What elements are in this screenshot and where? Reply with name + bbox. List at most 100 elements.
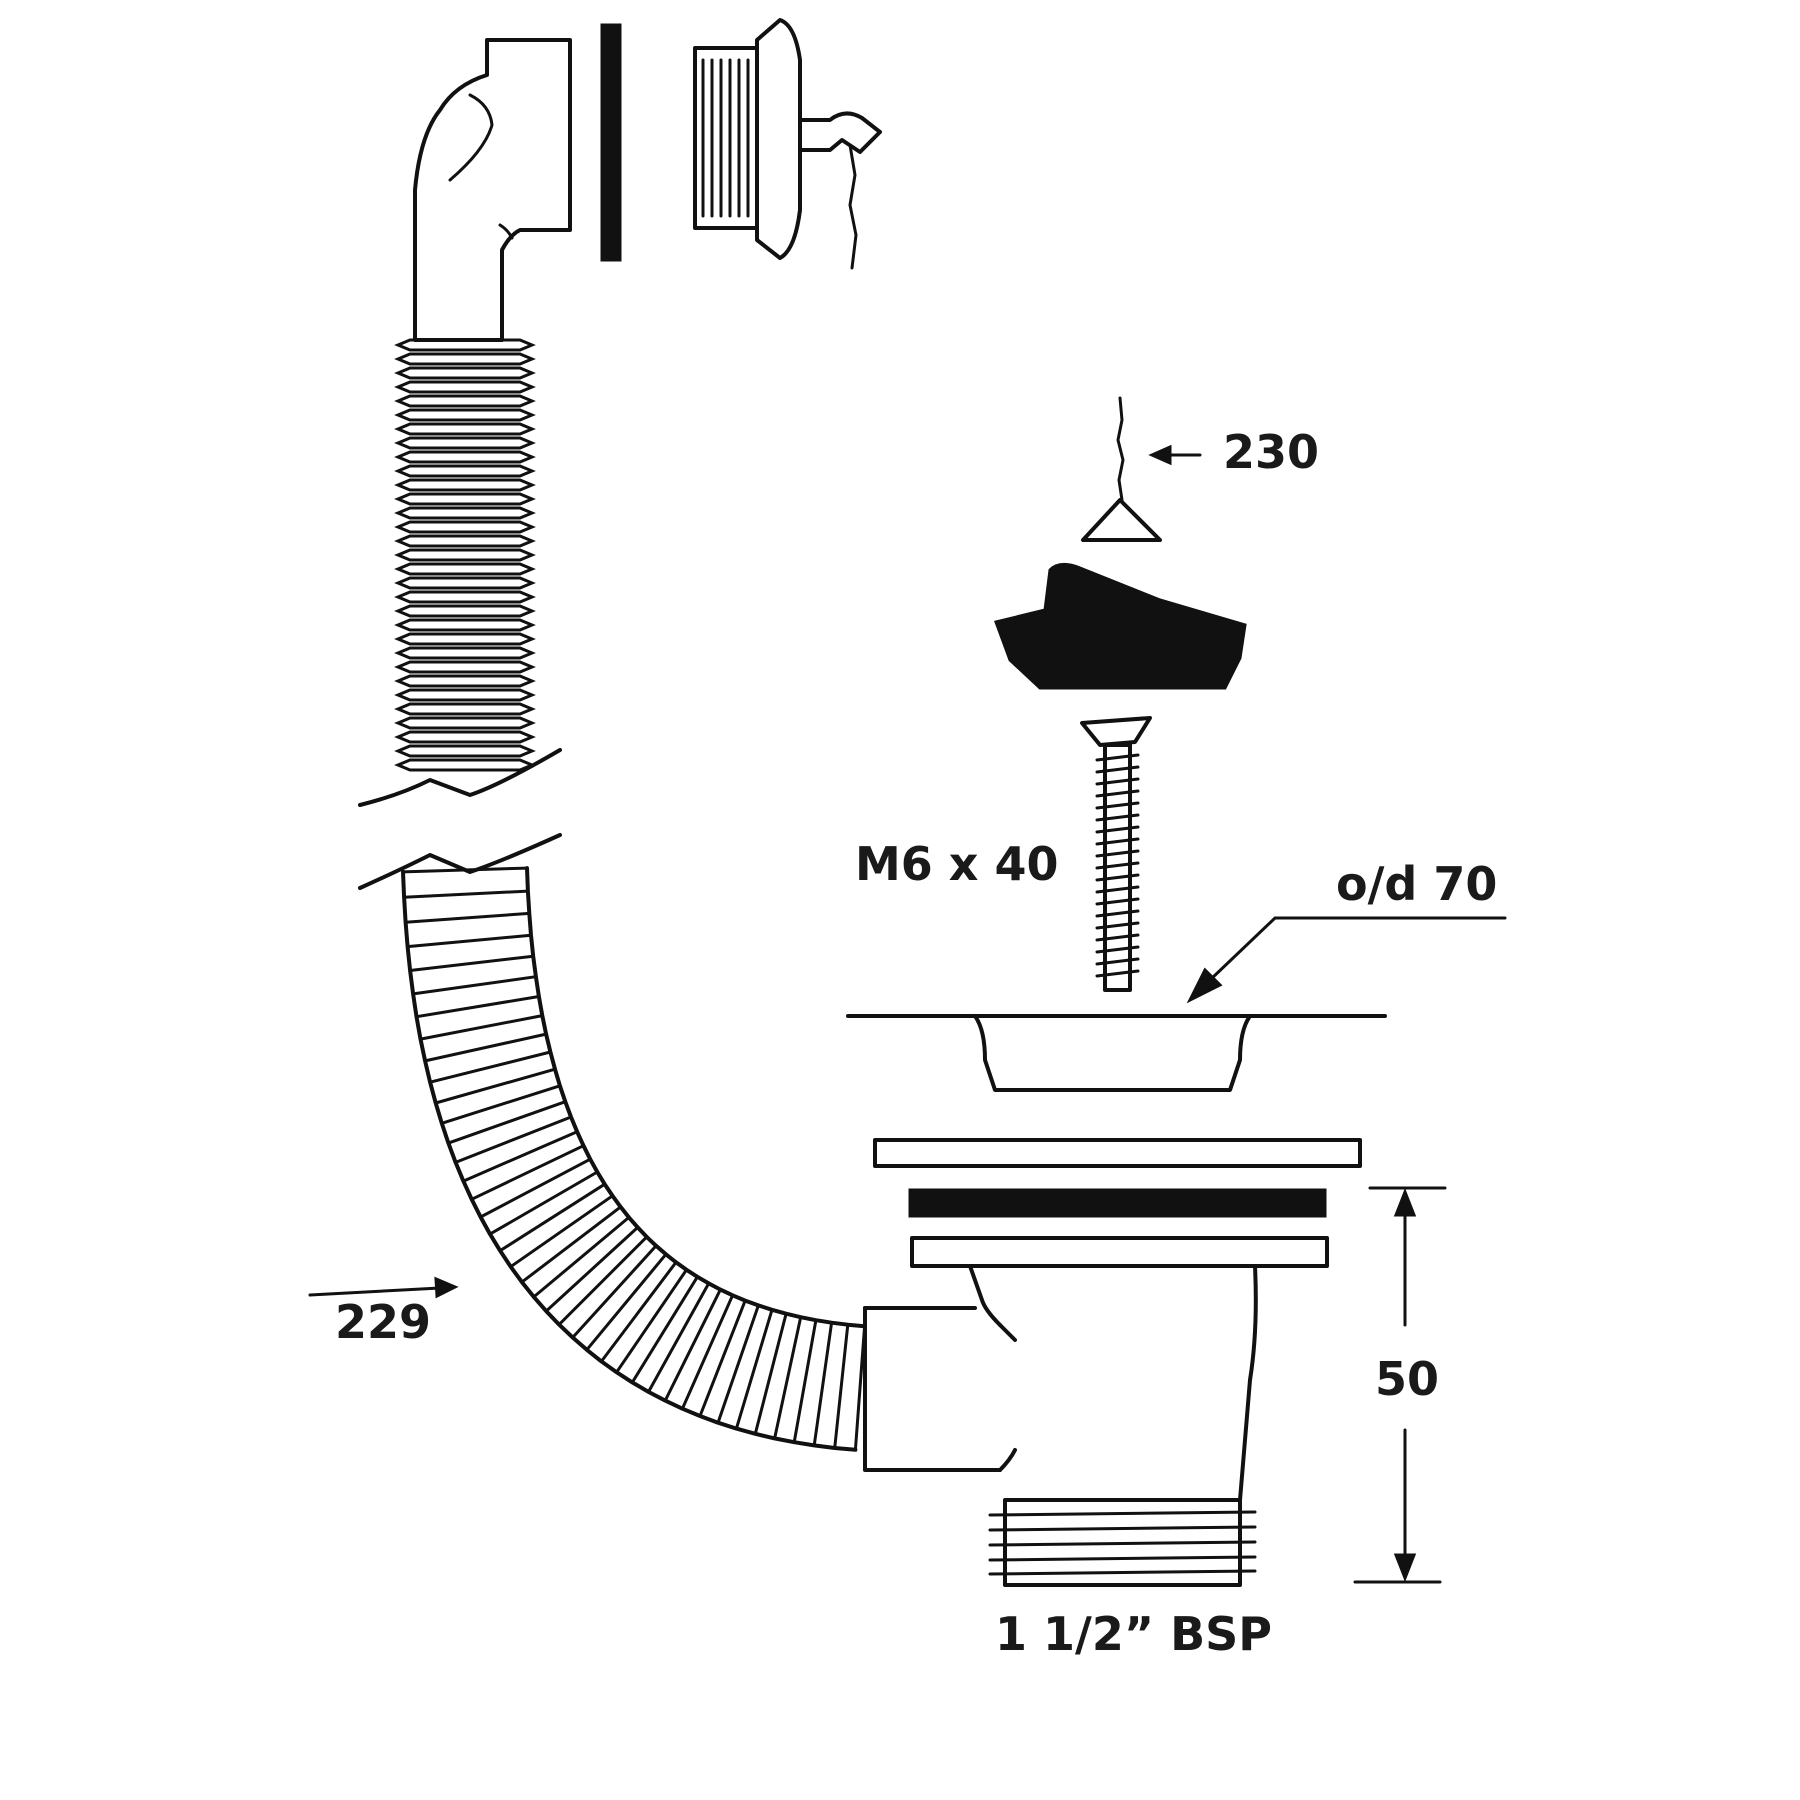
hose-rib bbox=[394, 422, 536, 436]
hose-rib bbox=[509, 1194, 614, 1269]
screw-thread bbox=[1095, 885, 1140, 894]
hose-rib bbox=[394, 352, 536, 366]
corrugated-hose-lower bbox=[401, 866, 867, 1452]
hose-rib bbox=[544, 1225, 640, 1313]
overflow-elbow bbox=[413, 38, 572, 342]
hose-rib bbox=[415, 995, 541, 1019]
waste-flange bbox=[846, 1014, 1387, 1092]
hose-rib bbox=[571, 1244, 658, 1339]
hose-rib bbox=[663, 1288, 722, 1403]
screw-thread bbox=[1095, 969, 1140, 978]
hose-rib bbox=[615, 1268, 688, 1374]
hose-rib bbox=[394, 492, 536, 506]
hose-rib bbox=[446, 1100, 567, 1145]
hose-rib bbox=[680, 1293, 735, 1411]
waste-body bbox=[863, 1264, 1258, 1502]
screw-thread bbox=[1095, 897, 1140, 906]
hose-rib bbox=[470, 1144, 585, 1201]
hose-rib bbox=[479, 1157, 592, 1219]
hose-rib bbox=[423, 1032, 548, 1063]
hose-rib bbox=[411, 975, 538, 996]
hose-outline bbox=[525, 866, 867, 1329]
corrugated-hose-upper bbox=[394, 338, 536, 772]
hose-rib bbox=[394, 702, 536, 716]
hose-rib bbox=[394, 436, 536, 450]
hose-rib bbox=[394, 590, 536, 604]
hose-rib bbox=[792, 1318, 818, 1444]
overflow-hose-callout bbox=[308, 1276, 459, 1299]
screw-thread bbox=[1095, 909, 1140, 918]
hose-rib bbox=[394, 716, 536, 730]
hose-rib bbox=[833, 1323, 850, 1450]
hose-rib bbox=[394, 366, 536, 380]
hose-rib bbox=[402, 889, 530, 899]
hose-rib bbox=[698, 1299, 747, 1418]
hose-rib bbox=[440, 1084, 562, 1125]
screw-thread bbox=[1095, 861, 1140, 870]
hose-rib bbox=[773, 1315, 803, 1440]
hose-rib bbox=[394, 520, 536, 534]
plug-chain bbox=[1081, 396, 1162, 542]
outer-diameter-callout bbox=[1186, 916, 1507, 1004]
hose-rib bbox=[394, 674, 536, 688]
height-dimension bbox=[1353, 1186, 1447, 1584]
hose-rib bbox=[394, 408, 536, 422]
hose-rib bbox=[647, 1281, 711, 1394]
screw-thread bbox=[1095, 921, 1140, 930]
hose-rib bbox=[394, 380, 536, 394]
overflow-hose-label: 229 bbox=[335, 1295, 431, 1349]
hose-rib bbox=[394, 744, 536, 758]
hose-rib bbox=[401, 866, 529, 874]
hose-rib bbox=[394, 338, 536, 352]
hose-rib bbox=[404, 911, 531, 924]
lower-washer bbox=[910, 1236, 1329, 1268]
rubber-plug bbox=[994, 563, 1247, 690]
hose-rib bbox=[394, 576, 536, 590]
thread-size-label: 1 1/2” BSP bbox=[995, 1607, 1272, 1661]
hose-outline bbox=[401, 869, 858, 1452]
hose-rib bbox=[498, 1182, 607, 1253]
hose-rib bbox=[406, 933, 533, 949]
hose-rib bbox=[716, 1303, 760, 1425]
screw-thread bbox=[1095, 789, 1140, 798]
screw-thread bbox=[1095, 957, 1140, 966]
hose-rib bbox=[394, 394, 536, 408]
screw-thread bbox=[1095, 933, 1140, 942]
screw-size-label: M6 x 40 bbox=[855, 837, 1059, 891]
hose-rib bbox=[585, 1252, 668, 1352]
hose-rib bbox=[394, 618, 536, 632]
hose-rib bbox=[394, 562, 536, 576]
hose-rib bbox=[454, 1115, 573, 1164]
hose-rib bbox=[394, 758, 536, 772]
hose-rib bbox=[434, 1067, 557, 1105]
hose-break-lines bbox=[358, 748, 562, 890]
hose-rib bbox=[599, 1260, 678, 1363]
hose-rib bbox=[394, 464, 536, 478]
hose-rib bbox=[394, 450, 536, 464]
hose-rib bbox=[394, 730, 536, 744]
hose-rib bbox=[408, 954, 535, 972]
screw-thread bbox=[1095, 837, 1140, 846]
hose-rib bbox=[734, 1308, 774, 1431]
screw-thread bbox=[1095, 753, 1140, 762]
screw-thread bbox=[1095, 873, 1140, 882]
hose-rib bbox=[630, 1275, 699, 1384]
hose-rib bbox=[488, 1170, 599, 1236]
upper-washer bbox=[873, 1138, 1362, 1168]
hose-rib bbox=[557, 1235, 649, 1327]
screw-thread bbox=[1095, 825, 1140, 834]
hose-rib bbox=[394, 478, 536, 492]
hose-rib bbox=[394, 534, 536, 548]
screw-thread bbox=[1095, 801, 1140, 810]
overflow-faceplate bbox=[693, 18, 882, 270]
screw-thread bbox=[1095, 765, 1140, 774]
hose-rib bbox=[394, 660, 536, 674]
hose-rib bbox=[532, 1215, 631, 1299]
hose-rib bbox=[394, 632, 536, 646]
fixing-screw bbox=[1080, 716, 1152, 992]
hose-rib bbox=[812, 1321, 834, 1447]
chain-part-label: 230 bbox=[1223, 425, 1319, 479]
hose-rib bbox=[394, 506, 536, 520]
hose-rib bbox=[394, 646, 536, 660]
outer-diameter-label: o/d 70 bbox=[1336, 857, 1497, 911]
